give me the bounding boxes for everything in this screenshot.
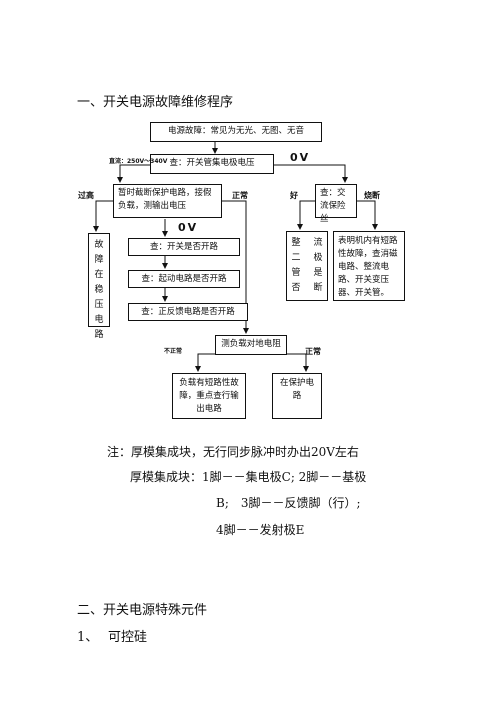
disconnect-protection-box: 暂时截断保护电路，接假负载，测输出电压 bbox=[113, 184, 222, 218]
protection-circuit-box: 在保护电路 bbox=[272, 373, 322, 419]
dc-voltage-label: 直流：250V～340V bbox=[109, 158, 168, 165]
load-short-fault-box: 负载有短路性故障，重点查行输出电路 bbox=[172, 373, 246, 419]
good-label: 好 bbox=[290, 191, 298, 200]
note-line-4: 4脚－－发射极E bbox=[216, 523, 305, 537]
check-feedback-circuit-box: 查：正反馈电路是否开路 bbox=[128, 303, 248, 321]
check-fuse-box: 查：交流保险丝 bbox=[315, 184, 357, 224]
fault-symptom-box: 电源故障：常见为无光、无图、无音 bbox=[150, 122, 322, 142]
rectifier-text-col1: 整二管否 bbox=[291, 238, 301, 293]
rectifier-diode-box: 整二管否 流极是断 bbox=[286, 231, 328, 301]
abnormal-label: 不正常 bbox=[164, 348, 183, 355]
too-high-label: 过高 bbox=[78, 191, 94, 200]
section-1-title: 一、开关电源故障维修程序 bbox=[77, 95, 234, 110]
note-line-2: 厚模集成块：1脚－－集电极C; 2脚－－基极 bbox=[130, 470, 367, 484]
check-collector-box: 查：开关管集电极电压 bbox=[150, 154, 274, 174]
check-start-circuit-box: 查：起动电路是否开路 bbox=[128, 270, 240, 288]
blown-label: 烧断 bbox=[364, 191, 380, 200]
zero-volt-label-a: 0V bbox=[290, 151, 311, 164]
regulator-fault-box: 故障在稳压电路 bbox=[88, 233, 110, 340]
rectifier-text-col2: 流极是断 bbox=[313, 238, 323, 293]
normal-label-b: 正常 bbox=[305, 347, 321, 356]
normal-label-a: 正常 bbox=[232, 191, 248, 200]
zero-volt-label-b: 0V bbox=[178, 221, 199, 234]
note-line-3: B; 3脚－－反馈脚（行）; bbox=[216, 496, 361, 510]
measure-load-resistance-box: 测负载对地电阻 bbox=[215, 335, 287, 355]
note-line-1: 注：厚模集成块，无行同步脉冲时办出20V左右 bbox=[107, 445, 359, 459]
item-1-label: 可控硅 bbox=[108, 630, 148, 645]
section-2-title: 二、开关电源特殊元件 bbox=[77, 603, 208, 618]
item-1-number: 1、 bbox=[77, 630, 99, 645]
internal-short-box: 表明机内有短路性故障，查消磁电路、整流电路、开关变压器、开关管。 bbox=[333, 231, 405, 301]
check-switch-box: 查：开关是否开路 bbox=[128, 238, 240, 256]
